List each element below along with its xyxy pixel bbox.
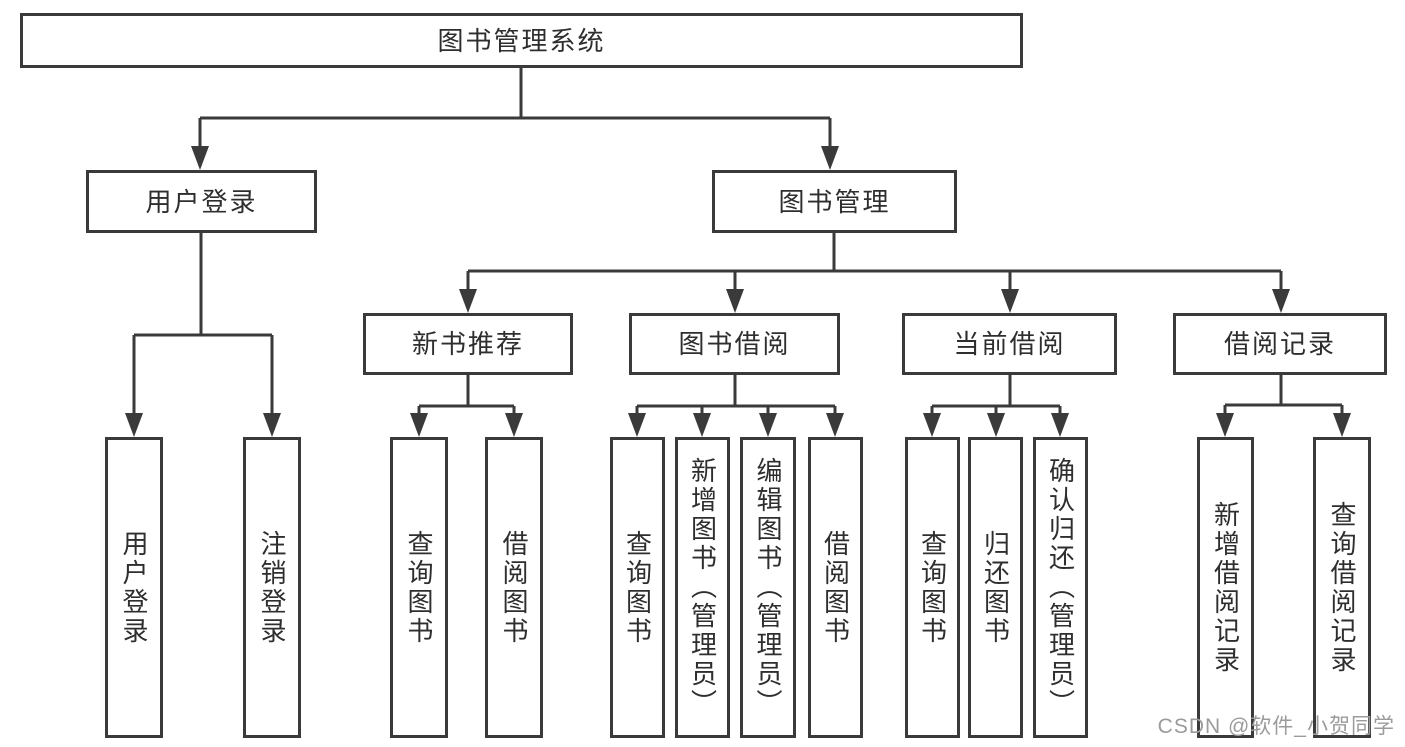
node-new-book-recommend-label: 新书推荐 xyxy=(411,329,524,359)
leaf-add-books-admin-label: 新增图书（管理员） xyxy=(687,457,718,718)
leaf-logout-label: 注销登录 xyxy=(257,529,287,646)
connector-borrow-records-children xyxy=(1223,375,1344,416)
leaf-return-books: 归还图书 xyxy=(968,437,1023,738)
leaf-user-login-label: 用户登录 xyxy=(119,529,149,646)
leaf-query-books-recommend-label: 查询图书 xyxy=(404,529,434,646)
connector-new-book-children xyxy=(417,375,516,416)
leaf-query-books-recommend: 查询图书 xyxy=(390,437,448,738)
leaf-query-books-current: 查询图书 xyxy=(905,437,960,738)
node-book-management-label: 图书管理 xyxy=(778,186,891,217)
leaf-borrow-books-recommend-label: 借阅图书 xyxy=(499,529,529,646)
arrowheads xyxy=(125,146,1351,437)
leaf-confirm-return-admin: 确认归还（管理员） xyxy=(1033,437,1088,738)
leaf-borrow-books: 借阅图书 xyxy=(808,437,863,738)
connector-user-login-children xyxy=(132,233,274,416)
leaf-add-borrow-record-label: 新增借阅记录 xyxy=(1210,500,1241,675)
connector-current-borrow-children xyxy=(930,375,1062,416)
node-current-borrowing-label: 当前借阅 xyxy=(953,329,1066,359)
leaf-edit-books-admin: 编辑图书（管理员） xyxy=(740,437,796,738)
leaf-edit-books-admin-label: 编辑图书（管理员） xyxy=(753,457,783,718)
leaf-add-books-admin: 新增图书（管理员） xyxy=(675,437,730,738)
node-borrowing-records: 借阅记录 xyxy=(1173,313,1387,375)
node-borrowing-records-label: 借阅记录 xyxy=(1223,329,1336,359)
node-library-system: 图书管理系统 xyxy=(20,13,1023,68)
leaf-add-borrow-record: 新增借阅记录 xyxy=(1197,437,1254,738)
connector-book-borrow-children xyxy=(635,375,837,416)
leaf-query-books-borrow-label: 查询图书 xyxy=(622,529,653,646)
node-book-management: 图书管理 xyxy=(712,170,957,233)
node-new-book-recommend: 新书推荐 xyxy=(363,313,573,375)
leaf-logout: 注销登录 xyxy=(243,437,301,738)
leaf-query-books-borrow: 查询图书 xyxy=(610,437,665,738)
leaf-user-login: 用户登录 xyxy=(105,437,163,738)
node-user-login: 用户登录 xyxy=(86,170,317,233)
node-book-borrowing: 图书借阅 xyxy=(629,313,840,375)
leaf-query-books-current-label: 查询图书 xyxy=(917,529,948,646)
leaf-query-borrow-record: 查询借阅记录 xyxy=(1313,437,1371,738)
node-library-system-label: 图书管理系统 xyxy=(437,25,606,56)
node-user-login-label: 用户登录 xyxy=(145,186,258,217)
leaf-borrow-books-recommend: 借阅图书 xyxy=(485,437,543,738)
connector-book-management-children xyxy=(466,233,1283,292)
connector-root-to-level2 xyxy=(198,68,832,149)
leaf-borrow-books-label: 借阅图书 xyxy=(820,529,851,646)
leaf-query-borrow-record-label: 查询借阅记录 xyxy=(1327,500,1357,675)
node-book-borrowing-label: 图书借阅 xyxy=(678,329,791,359)
watermark: CSDN @软件_小贺同学 xyxy=(1157,715,1395,738)
leaf-confirm-return-admin-label: 确认归还（管理员） xyxy=(1045,457,1076,718)
leaf-return-books-label: 归还图书 xyxy=(980,529,1011,646)
node-current-borrowing: 当前借阅 xyxy=(902,313,1117,375)
